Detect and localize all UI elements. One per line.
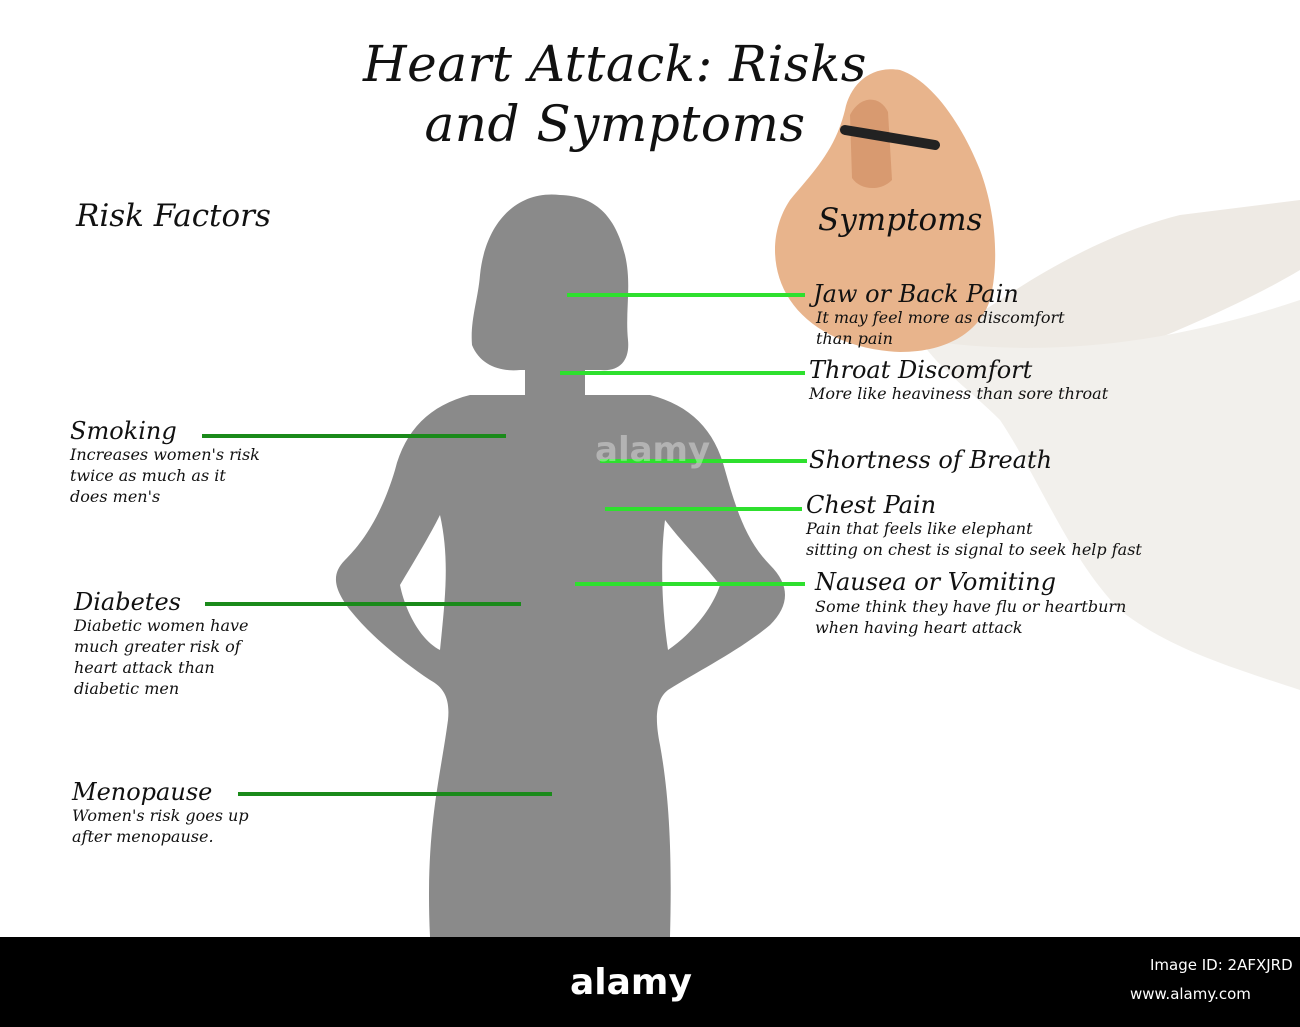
risk-connector-line [205, 602, 521, 606]
woman-silhouette [335, 194, 785, 937]
symptom-connector-line [605, 507, 802, 511]
page-subtitle: and Symptoms [424, 95, 806, 153]
symptom-label: Throat Discomfort [809, 356, 1033, 384]
footer-bar [0, 937, 1300, 1027]
footer-image-id: Image ID: 2AFXJRD [1150, 956, 1293, 974]
symptom-label: Jaw or Back Pain [813, 280, 1019, 308]
page-title: Heart Attack: Risks [363, 35, 867, 93]
risk-factor-label: Menopause [72, 778, 213, 806]
risk-factor-label: Diabetes [74, 588, 181, 616]
writing-hand [775, 69, 1300, 690]
risk-factor-label: Smoking [70, 417, 177, 445]
footer-brand-logo: alamy [570, 962, 692, 1003]
footer-url: www.alamy.com [1130, 985, 1251, 1003]
symptom-connector-line [567, 293, 805, 297]
symptom-connector-line [575, 582, 805, 586]
risk-factor-desc: Women's risk goes up after menopause. [72, 806, 249, 846]
symptom-desc: Pain that feels like elephant sitting on… [806, 519, 1142, 559]
symptom-label: Nausea or Vomiting [815, 568, 1056, 596]
symptom-label: Shortness of Breath [809, 446, 1053, 474]
symptom-desc: More like heaviness than sore throat [809, 384, 1109, 403]
symptoms-heading: Symptoms [818, 202, 983, 238]
symptom-connector-line [560, 371, 805, 375]
symptom-connector-line [600, 459, 807, 463]
risk-connector-line [202, 434, 506, 438]
risk-factor-desc: Increases women's risk twice as much as … [70, 445, 260, 506]
symptom-label: Chest Pain [806, 491, 937, 519]
risk-factor-desc: Diabetic women have much greater risk of… [74, 616, 249, 698]
watermark: alamy [595, 430, 711, 470]
risk-factors-heading: Risk Factors [76, 198, 271, 234]
risk-connector-line [238, 792, 552, 796]
woman-silhouette-figure [335, 69, 1300, 937]
symptom-desc: It may feel more as discomfort than pain [816, 308, 1065, 348]
symptom-desc: Some think they have flu or heartburn wh… [815, 597, 1127, 637]
